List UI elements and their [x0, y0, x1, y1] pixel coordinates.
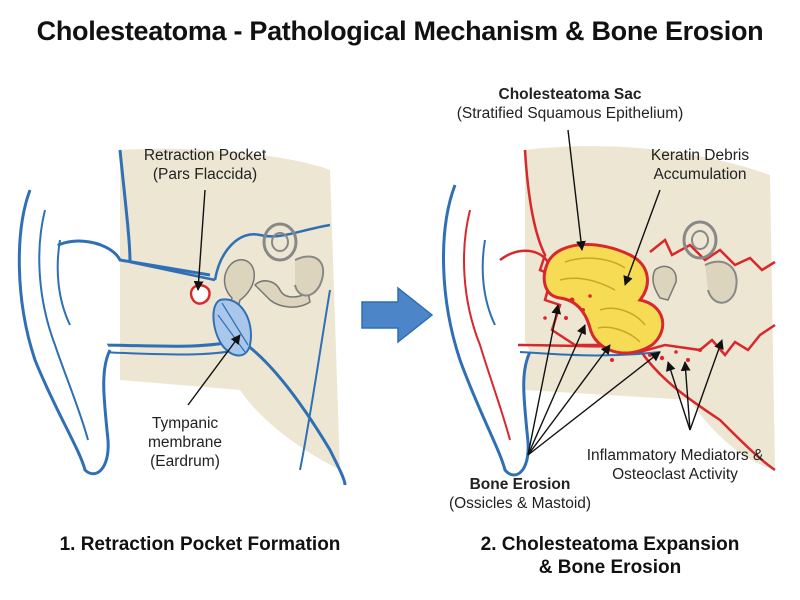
- label-retraction-pocket-line2: (Pars Flaccida): [152, 166, 258, 183]
- label-tympanic-membrane: Tympanic membrane (Eardrum): [135, 414, 235, 471]
- leader-inflammatory-3: [689, 339, 724, 431]
- label-inflammatory-line2: Osteoclast Activity: [612, 466, 738, 483]
- label-bone-erosion: Bone Erosion (Ossicles & Mastoid): [420, 475, 620, 513]
- auricle-right: [442, 184, 532, 477]
- label-retraction-pocket: Retraction Pocket (Pars Flaccida): [125, 146, 285, 184]
- semicircular-canals-right: [682, 220, 718, 260]
- right-ear-illustration: [442, 146, 776, 477]
- progression-arrow: [361, 286, 434, 344]
- label-keratin-debris: Keratin Debris Accumulation: [625, 146, 775, 184]
- retraction-pocket: [189, 283, 211, 305]
- label-keratin-line2: Accumulation: [653, 166, 747, 183]
- leader-erosion-1: [527, 304, 562, 456]
- label-cholesteatoma-sac: Cholesteatoma Sac (Stratified Squamous E…: [420, 85, 720, 123]
- caption-right: 2. Cholesteatoma Expansion & Bone Erosio…: [440, 533, 780, 579]
- label-tympanic-line2: membrane: [147, 434, 223, 451]
- leader-inflammatory-2: [680, 361, 691, 431]
- cholesteatoma-sac: [542, 243, 665, 355]
- label-inflammatory-line1: Inflammatory Mediators &: [586, 447, 764, 464]
- page-title: Cholesteatoma - Pathological Mechanism &…: [36, 16, 764, 46]
- label-inflammatory: Inflammatory Mediators & Osteoclast Acti…: [565, 446, 785, 484]
- auricle-left: [17, 189, 112, 476]
- label-tympanic-line1: Tympanic: [151, 415, 219, 432]
- tympanic-membrane-left: [212, 298, 252, 357]
- leader-sac: [567, 129, 586, 251]
- leader-inflammatory-1: [666, 361, 691, 431]
- caption-right-line2: & Bone Erosion: [538, 557, 682, 578]
- label-tympanic-line3: (Eardrum): [150, 453, 220, 470]
- label-retraction-pocket-line1: Retraction Pocket: [143, 147, 267, 164]
- caption-right-line1: 2. Cholesteatoma Expansion: [480, 534, 740, 555]
- leader-tympanic-membrane: [187, 334, 241, 406]
- leader-erosion-3: [527, 344, 611, 456]
- caption-left-text: 1. Retraction Pocket Formation: [59, 534, 341, 555]
- ossicle-remnants: [652, 265, 677, 301]
- caption-left: 1. Retraction Pocket Formation: [20, 533, 380, 556]
- label-erosion-title: Bone Erosion: [469, 476, 571, 493]
- leader-erosion-4: [527, 351, 661, 456]
- leader-erosion-2: [527, 324, 586, 456]
- label-erosion-subtitle: (Ossicles & Mastoid): [448, 495, 592, 512]
- label-keratin-line1: Keratin Debris: [650, 147, 750, 164]
- leader-keratin: [623, 189, 661, 286]
- leader-retraction-pocket: [193, 189, 206, 291]
- label-sac-subtitle: (Stratified Squamous Epithelium): [456, 105, 684, 122]
- label-sac-title: Cholesteatoma Sac: [498, 86, 642, 103]
- canal-upper-wall-right: [499, 249, 550, 263]
- semicircular-canals-left: [262, 222, 298, 262]
- left-ear-illustration: [17, 148, 347, 486]
